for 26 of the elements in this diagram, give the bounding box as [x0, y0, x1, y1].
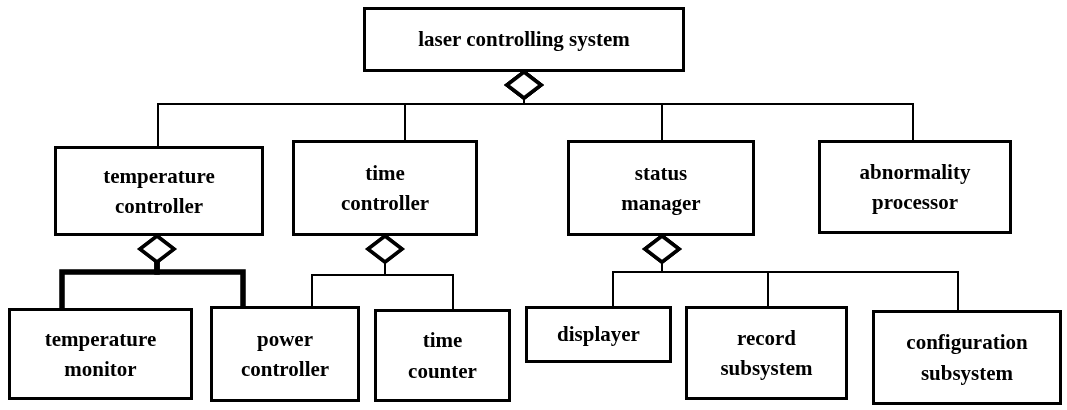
component-label: power controller	[239, 325, 331, 383]
component-label: temperature controller	[102, 162, 216, 220]
component-label: time counter	[407, 327, 478, 385]
component-box	[818, 140, 1012, 234]
aggregation-connector	[643, 234, 959, 311]
component-box	[363, 7, 685, 72]
component-box	[8, 308, 193, 400]
component-label: abnormality processor	[858, 158, 972, 216]
component-box	[525, 306, 672, 363]
aggregation-connector	[366, 234, 454, 310]
component-label: configuration subsystem	[905, 329, 1029, 387]
component-label: record subsystem	[719, 324, 814, 382]
component-label: laser controlling system	[417, 26, 631, 54]
component-box	[210, 306, 360, 402]
aggregation-connector	[138, 234, 246, 306]
aggregation-connector	[505, 70, 914, 141]
component-label: status manager	[620, 159, 702, 217]
component-box	[374, 309, 511, 402]
component-box	[567, 140, 755, 236]
component-label: displayer	[556, 321, 641, 349]
component-box	[292, 140, 478, 236]
component-label: temperature monitor	[43, 325, 158, 383]
component-box	[54, 146, 264, 236]
component-box	[872, 310, 1062, 405]
component-label: time controller	[339, 159, 431, 217]
component-box	[685, 306, 848, 400]
